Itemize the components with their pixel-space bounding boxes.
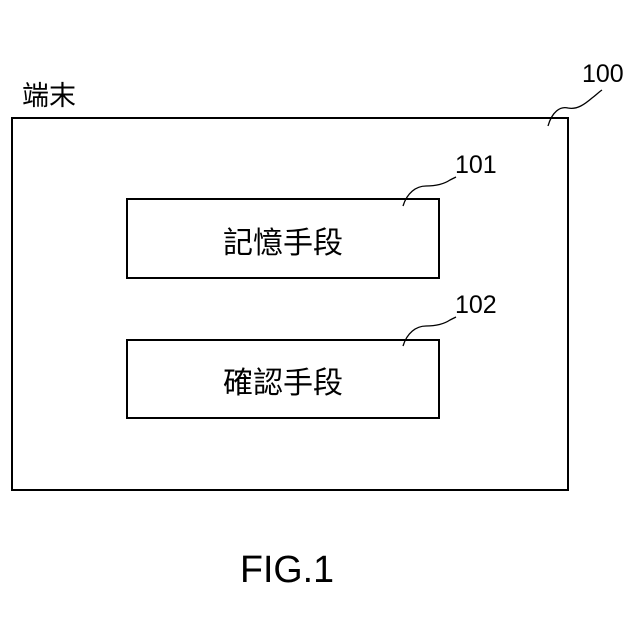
confirmation-unit-ref-number: 102 [455, 291, 497, 319]
terminal-leader-line [548, 90, 602, 126]
storage-unit-label: 記憶手段 [223, 226, 343, 261]
confirmation-unit-label: 確認手段 [223, 366, 343, 401]
storage-unit-leader-line [403, 177, 456, 206]
confirmation-unit-leader-line [403, 317, 456, 346]
storage-unit-ref-number: 101 [455, 151, 497, 179]
figure-caption: FIG.1 [240, 549, 334, 591]
terminal-ref-number: 100 [582, 60, 624, 88]
terminal-label: 端末 [22, 81, 76, 112]
